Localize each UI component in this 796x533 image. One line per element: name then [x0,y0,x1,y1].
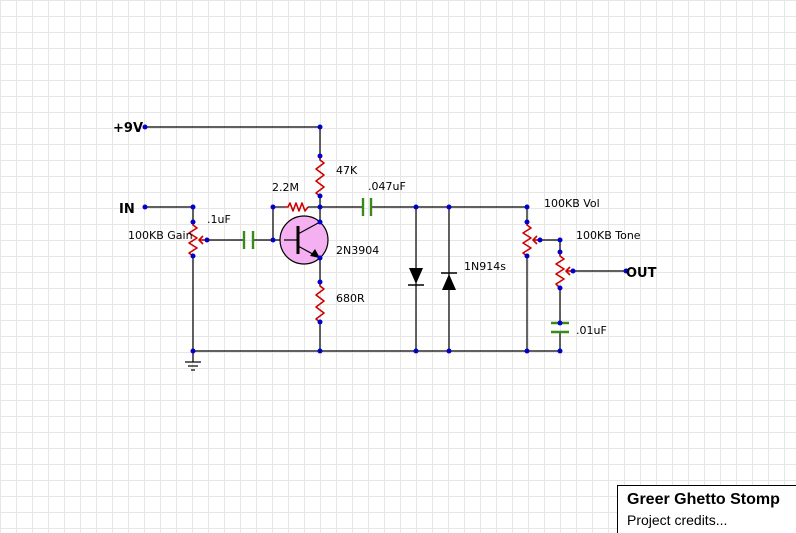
label-tone-pot: 100KB Tone [576,229,641,242]
resistor-2-2m [285,202,309,212]
label-collector-res: 47K [336,164,358,177]
label-input-cap: .1uF [207,213,231,226]
project-credits: Project credits... [627,512,728,528]
junction-dots [142,124,629,354]
resistor-47k [315,156,325,197]
label-gain-pot: 100KB Gain [128,229,193,242]
label-emitter-res: 680R [336,292,365,305]
diode-2 [441,272,457,290]
label-transistor: 2N3904 [336,244,379,257]
label-output-cap: .047uF [368,180,406,193]
diode-1 [408,268,424,286]
ground-symbol [185,361,201,371]
label-input: IN [119,202,135,217]
capacitor-input [242,231,255,249]
project-title: Greer Ghetto Stomp [627,491,780,508]
potentiometer-vol [522,222,540,257]
wires [145,126,626,362]
label-vplus: +9V [113,121,143,136]
label-output: OUT [626,266,657,281]
label-diodes: 1N914s [464,260,506,273]
label-tone-cap: .01uF [576,324,607,337]
resistor-680r [315,282,325,323]
label-vol-pot: 100KB Vol [544,197,600,210]
potentiometer-tone [555,252,573,289]
capacitor-output [361,198,373,216]
title-block: Greer Ghetto Stomp Project credits... [617,485,796,533]
label-bias-res: 2.2M [272,181,299,194]
transistor-npn [279,215,329,265]
